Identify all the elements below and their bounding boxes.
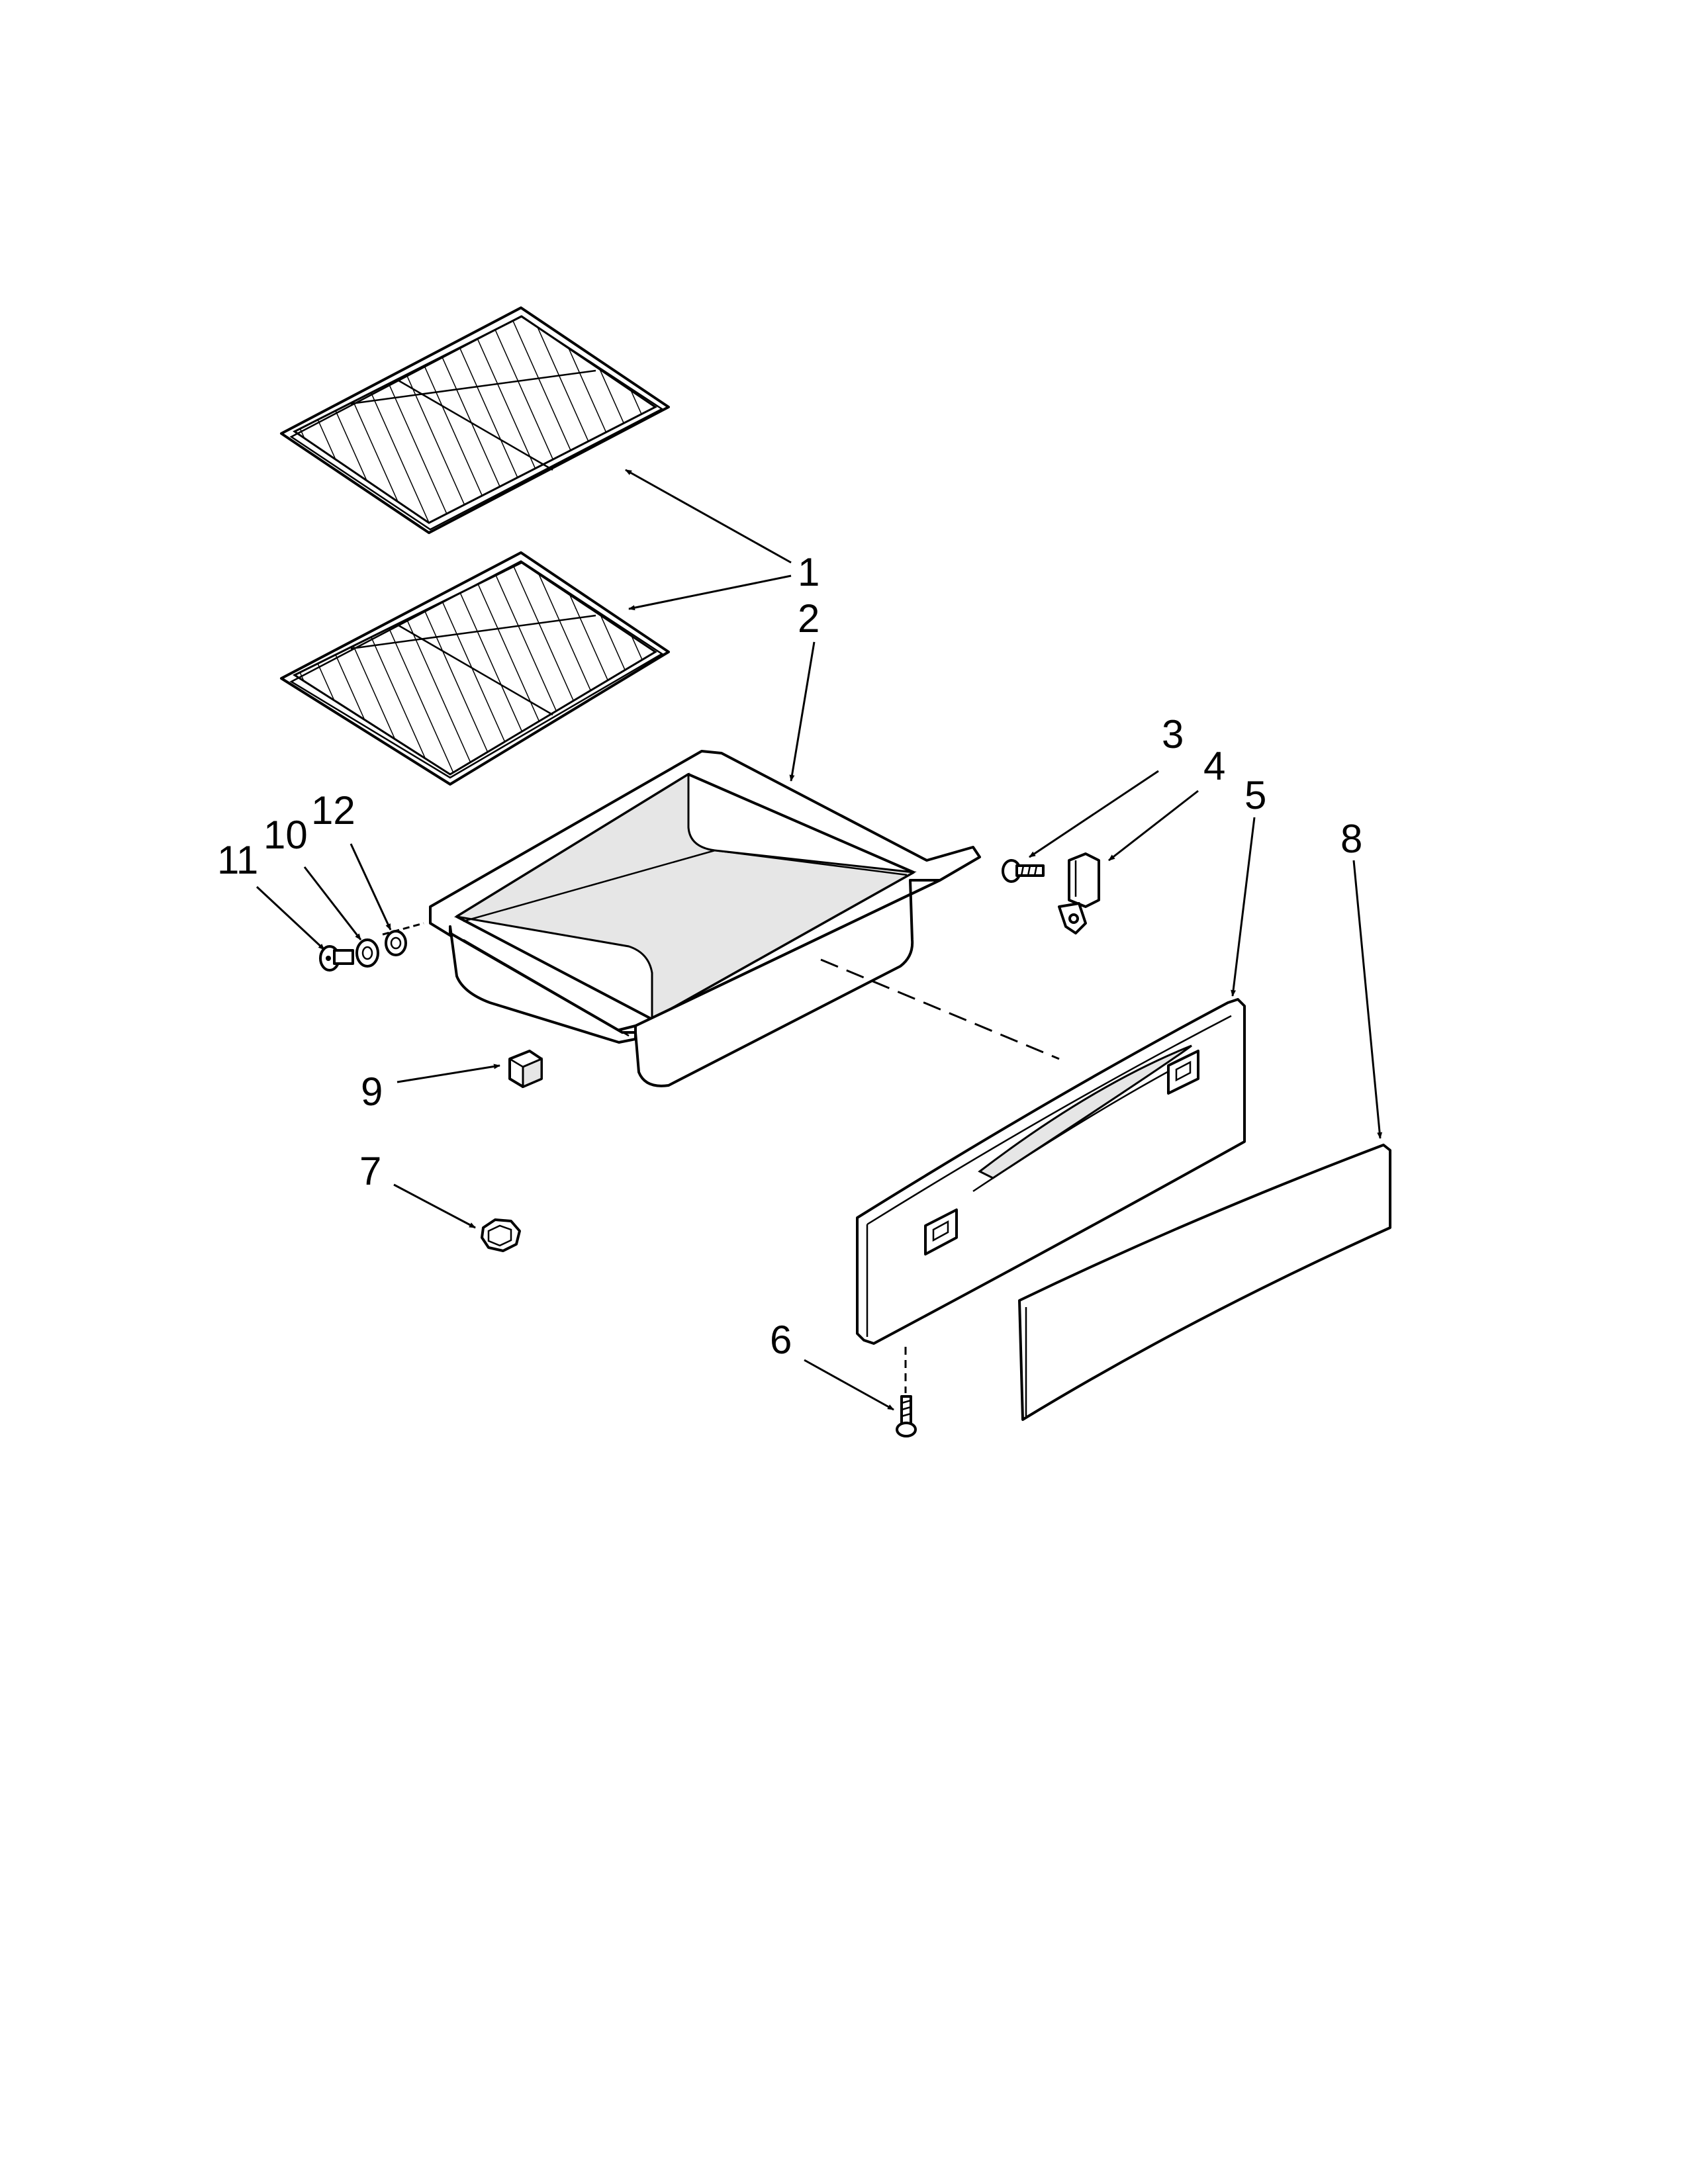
leader-2 — [789, 641, 816, 782]
callout-11: 11 — [217, 838, 258, 882]
callout-numbers: 1 2 3 4 5 8 12 10 11 9 7 6 — [217, 550, 1362, 1362]
callout-7: 7 — [359, 1149, 381, 1193]
panel-right-bracket — [1167, 1050, 1199, 1095]
leader-12 — [350, 843, 392, 931]
callout-8: 8 — [1340, 817, 1362, 861]
callout-4: 4 — [1203, 744, 1225, 788]
callout-2: 2 — [798, 596, 820, 641]
callout-6: 6 — [770, 1318, 792, 1362]
bolt-part-11 — [319, 945, 354, 972]
leader-9 — [397, 1064, 500, 1083]
leader-1a — [625, 469, 792, 564]
leader-8 — [1352, 860, 1383, 1139]
callout-9: 9 — [361, 1069, 383, 1114]
leader-lines — [256, 469, 1383, 1411]
leader-10 — [303, 866, 362, 940]
bracket-clip-part-4 — [1058, 852, 1100, 934]
leader-11 — [256, 886, 326, 951]
leader-1b — [628, 574, 792, 611]
screw-part-3 — [1002, 859, 1045, 883]
spacer-part-12 — [385, 930, 407, 956]
callout-1: 1 — [798, 550, 820, 594]
panel-left-bracket — [924, 1208, 958, 1255]
screw-part-6 — [896, 1347, 917, 1437]
callout-10: 10 — [263, 813, 308, 857]
leader-3 — [1029, 770, 1159, 858]
leader-7 — [393, 1183, 476, 1229]
nut-part-7 — [481, 1218, 521, 1252]
callout-3: 3 — [1162, 712, 1184, 756]
leader-4 — [1108, 790, 1199, 862]
alignment-line — [820, 958, 1060, 1060]
oven-rack-lower — [280, 551, 670, 786]
drawer-front-panel — [856, 998, 1246, 1345]
hardware-stack — [319, 922, 424, 972]
callout-5: 5 — [1244, 773, 1266, 817]
washer-part-10 — [355, 938, 379, 968]
oven-rack-upper — [280, 306, 670, 534]
drawer-pan — [429, 750, 981, 1087]
drawer-insert-trim — [1018, 1144, 1391, 1421]
leader-5 — [1231, 817, 1256, 997]
callout-12: 12 — [311, 788, 355, 833]
leader-6 — [804, 1359, 894, 1411]
block-part-9 — [508, 1050, 543, 1089]
